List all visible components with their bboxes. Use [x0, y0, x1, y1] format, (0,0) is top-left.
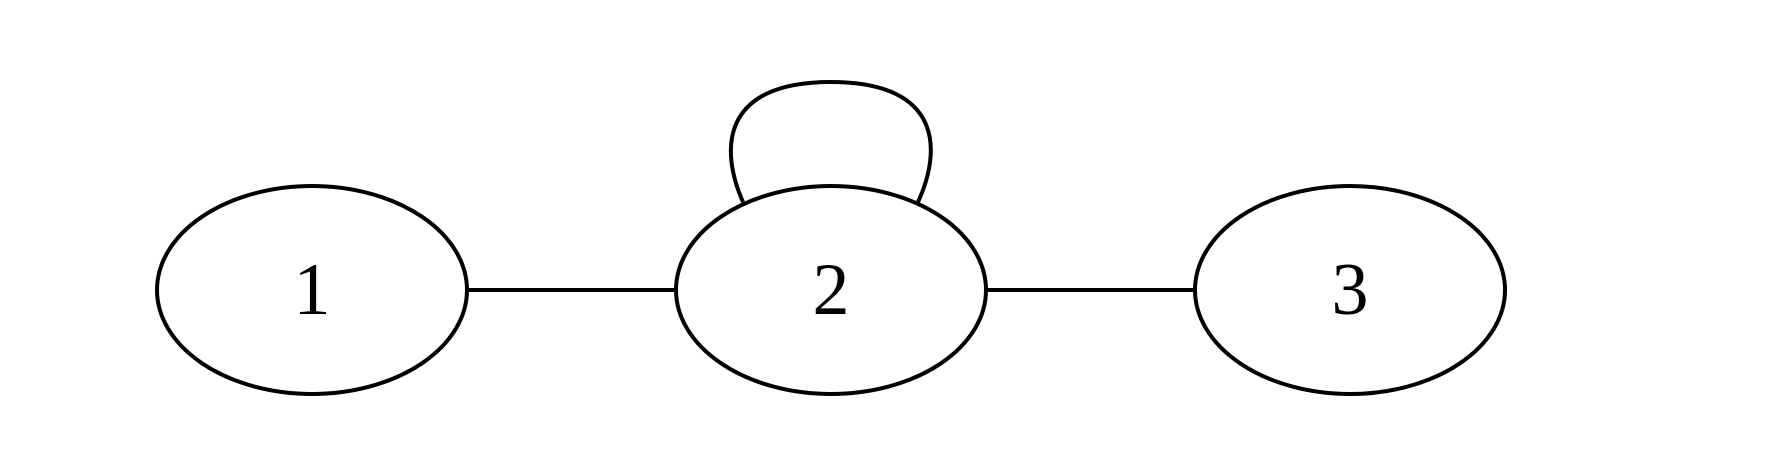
edge-2-2-self-loop — [728, 79, 933, 203]
node-1: 1 — [155, 184, 469, 396]
node-2-label: 2 — [813, 249, 850, 331]
node-3-label: 3 — [1332, 249, 1369, 331]
node-3: 3 — [1193, 184, 1507, 396]
node-2-ellipse — [674, 184, 988, 396]
node-1-label: 1 — [294, 249, 331, 331]
node-1-ellipse — [155, 184, 469, 396]
edges — [467, 79, 1195, 292]
node-2: 2 — [674, 184, 988, 396]
node-3-ellipse — [1193, 184, 1507, 396]
